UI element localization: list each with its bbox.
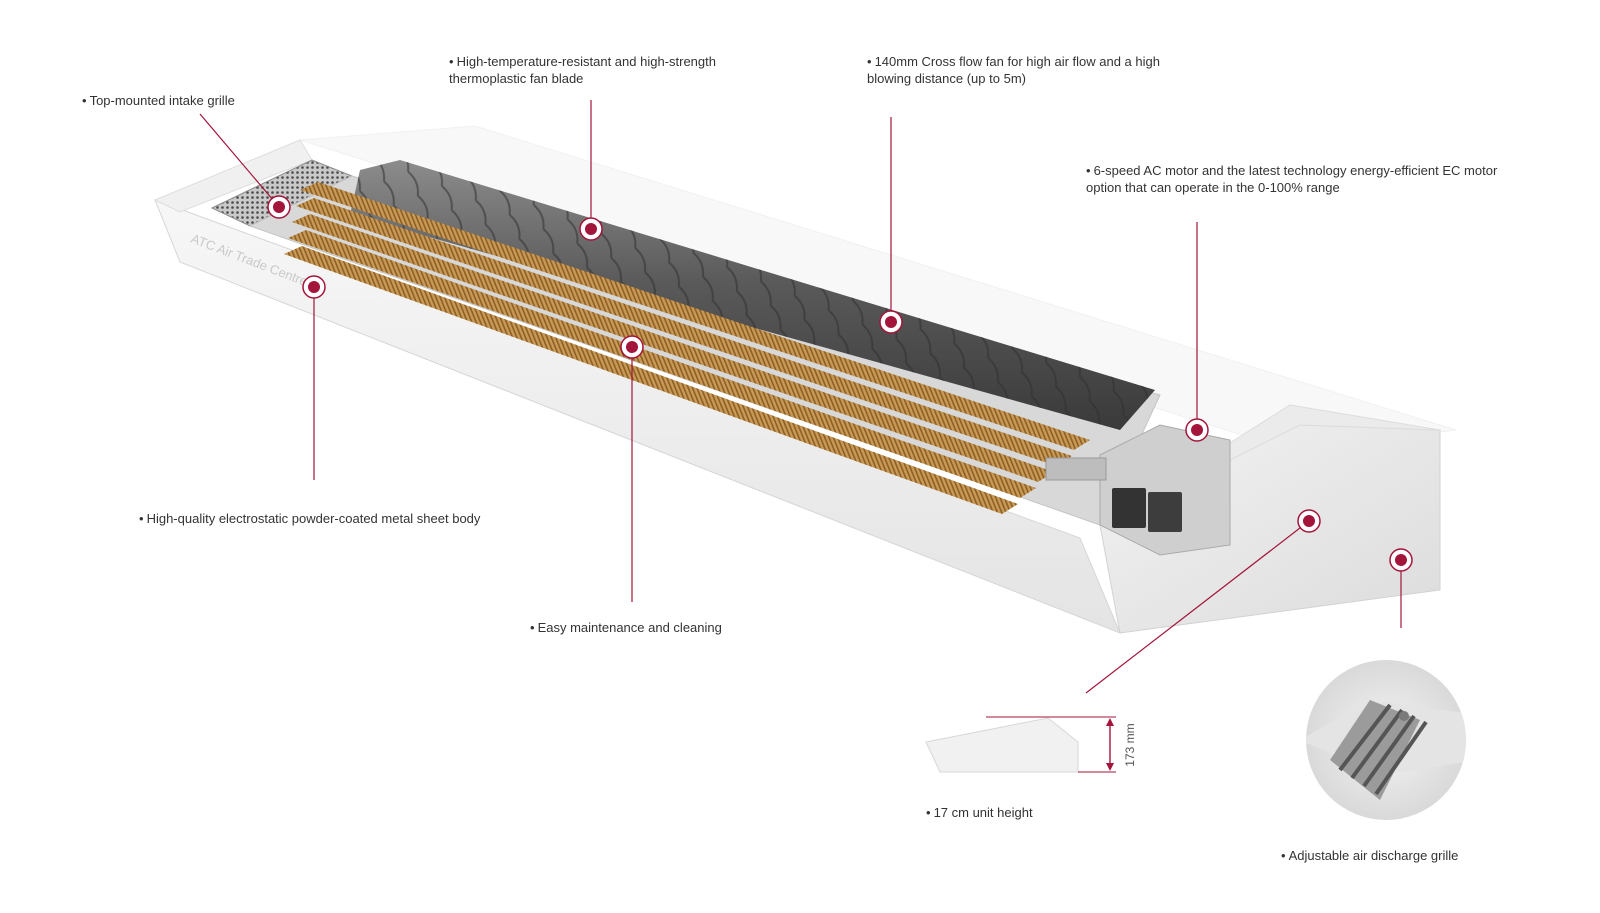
hotspot-maintenance: [620, 335, 644, 359]
callout-body: •High-quality electrostatic powder-coate…: [139, 511, 481, 526]
dimension-label: 173 mm: [1123, 723, 1137, 766]
hotspot-cross-flow: [879, 310, 903, 334]
hotspot-discharge: [1389, 548, 1413, 572]
hotspot-fan-blade: [579, 217, 603, 241]
callout-fan-blade: •High-temperature-resistant and high-str…: [449, 54, 716, 86]
leader-unit-height: [1085, 520, 1310, 694]
callout-discharge-grille: •Adjustable air discharge grille: [1281, 848, 1459, 863]
motor-assembly: [1045, 424, 1231, 556]
hotspot-motor: [1185, 418, 1209, 442]
leader-intake: [199, 113, 280, 208]
heating-coils: [284, 182, 1090, 514]
callout-unit-height: •17 cm unit height: [926, 805, 1033, 820]
hotspot-body: [302, 275, 326, 299]
unit-height-section: 173 mm: [925, 716, 1137, 773]
discharge-grille-detail: [1306, 660, 1466, 820]
callout-motor: •6-speed AC motor and the latest technol…: [1086, 163, 1498, 195]
hotspot-intake: [267, 195, 291, 219]
callout-intake-grille: •Top-mounted intake grille: [82, 93, 235, 108]
callout-cross-flow-fan: •140mm Cross flow fan for high air flow …: [867, 54, 1160, 86]
hotspots: [267, 195, 1413, 572]
leader-lines: [199, 100, 1402, 694]
hotspot-unit-height: [1297, 509, 1321, 533]
callout-maintenance: •Easy maintenance and cleaning: [530, 620, 722, 635]
fan-blades: [350, 160, 1155, 430]
